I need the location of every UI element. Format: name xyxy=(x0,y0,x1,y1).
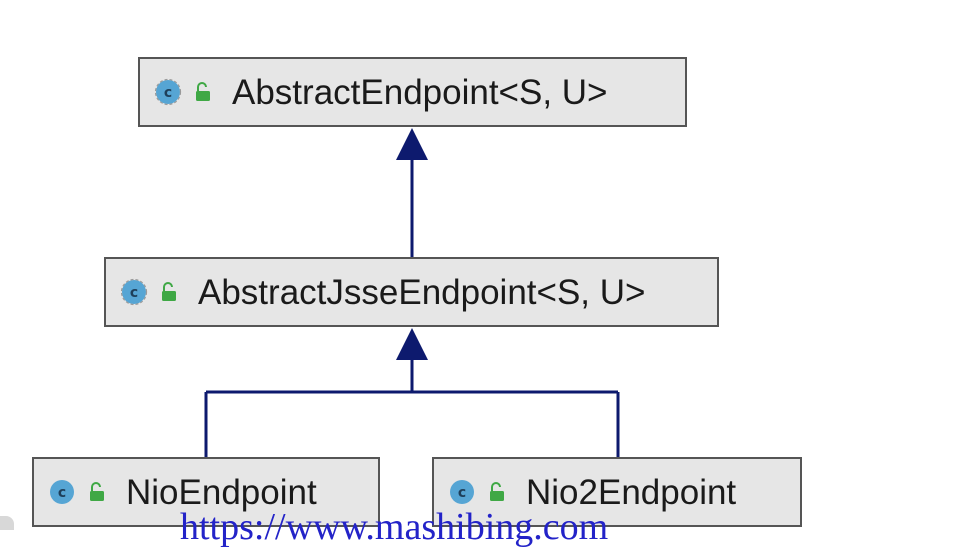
node-icons: c xyxy=(448,478,508,506)
node-icons: c xyxy=(120,278,180,306)
class-icon: c xyxy=(450,480,474,504)
node-label: AbstractJsseEndpoint<S, U> xyxy=(198,272,646,312)
svg-text:c: c xyxy=(164,85,172,101)
abstract-class-icon: c xyxy=(120,278,148,306)
node-label: AbstractEndpoint<S, U> xyxy=(232,72,608,112)
inheritance-arrowhead-top xyxy=(396,128,428,160)
node-abstract-jsse-endpoint[interactable]: c AbstractJsseEndpoint<S, U> xyxy=(104,257,719,327)
public-lock-icon xyxy=(196,82,210,101)
node-icons: c xyxy=(48,478,108,506)
node-icons: c xyxy=(154,78,214,106)
node-nio2-endpoint[interactable]: c Nio2Endpoint xyxy=(432,457,802,527)
corner-decoration xyxy=(0,516,14,530)
abstract-class-icon: c xyxy=(154,78,182,106)
public-lock-icon xyxy=(162,282,176,301)
svg-text:c: c xyxy=(58,485,66,501)
class-icon: c xyxy=(50,480,74,504)
node-label: Nio2Endpoint xyxy=(526,472,737,512)
node-label: NioEndpoint xyxy=(126,472,317,512)
svg-text:c: c xyxy=(458,485,466,501)
node-abstract-endpoint[interactable]: c AbstractEndpoint<S, U> xyxy=(138,57,687,127)
watermark-url: https://www.mashibing.com xyxy=(180,506,609,548)
public-lock-icon xyxy=(490,482,504,501)
node-nio-endpoint[interactable]: c NioEndpoint xyxy=(32,457,380,527)
public-lock-icon xyxy=(90,482,104,501)
svg-text:c: c xyxy=(130,285,138,301)
inheritance-connectors xyxy=(204,128,620,457)
inheritance-arrowhead-bottom xyxy=(396,328,428,360)
